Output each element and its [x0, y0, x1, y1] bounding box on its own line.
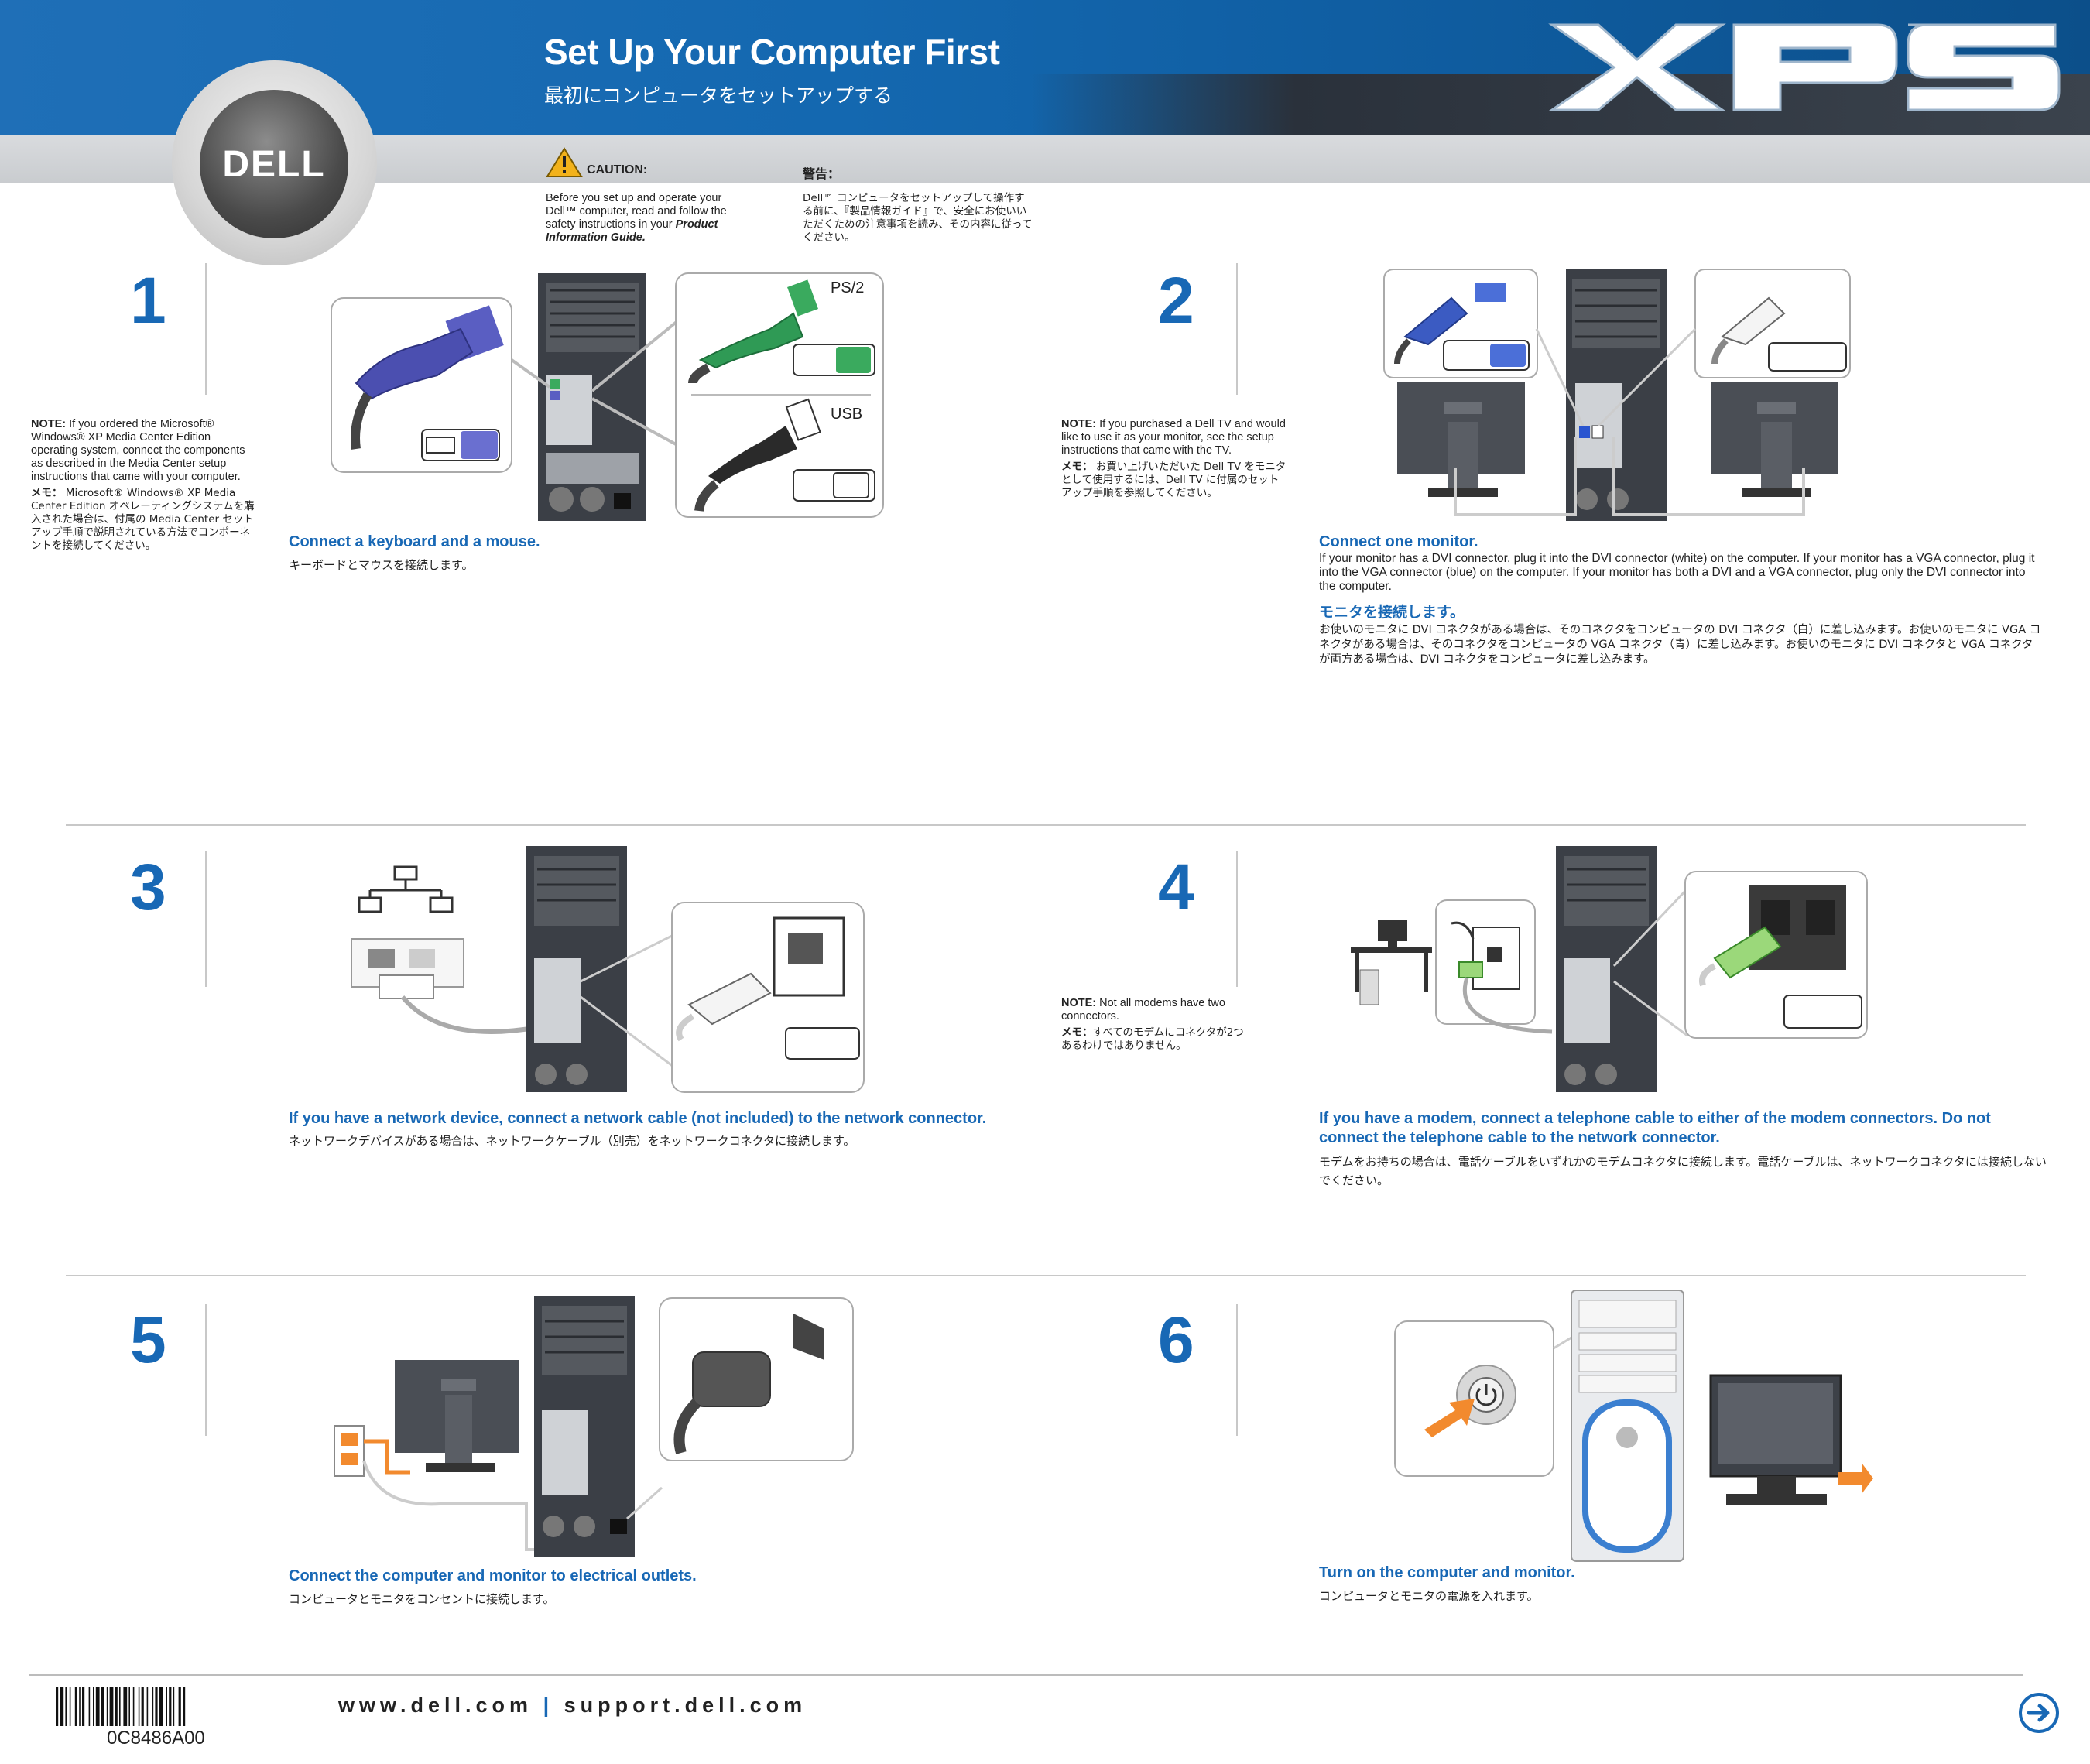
dell-logo-text: DELL: [222, 143, 326, 185]
footer-divider: [29, 1674, 2023, 1676]
note-jp-body: すべてのモデムにコネクタが2つあるわけではありません。: [1061, 1026, 1244, 1052]
step-number-6: 6: [1158, 1303, 1194, 1376]
modem-illustration: [1351, 846, 1868, 1092]
page-subtitle: 最初にコンピュータをセットアップする: [544, 84, 893, 107]
note-label-jp: メモ：: [1061, 461, 1093, 473]
footer-urls: www.dell.com | support.dell.com: [338, 1694, 807, 1718]
note-text: Not all modems have two connectors.: [1061, 997, 1225, 1022]
barcode-text: 0C8486A00: [107, 1728, 205, 1749]
step1-note: NOTE: If you ordered the Microsoft® Wind…: [31, 418, 257, 553]
monitor-connection-illustration: [1383, 269, 1851, 521]
note-jp-body: お買い上げいただいた Dell TV をモニタとして使用するには、Dell TV…: [1061, 461, 1287, 499]
dell-url[interactable]: www.dell.com: [338, 1694, 533, 1717]
step2-note: NOTE: If you purchased a Dell TV and wou…: [1061, 418, 1287, 500]
step3-caption-jp: ネットワークデバイスがある場合は、ネットワークケーブル（別売）をネットワークコネ…: [289, 1134, 855, 1148]
network-illustration: [351, 846, 865, 1093]
step4-caption-jp: モデムをお持ちの場合は、電話ケーブルをいずれかのモデムコネクタに接続します。電話…: [1319, 1155, 2047, 1187]
xps-logo: [1548, 23, 2061, 111]
step-divider: [1236, 263, 1238, 395]
step4-caption: If you have a modem, connect a telephone…: [1319, 1110, 1991, 1146]
caution-label: CAUTION:: [587, 163, 648, 176]
step6-caption: Turn on the computer and monitor.: [1319, 1564, 1575, 1581]
step3-caption: If you have a network device, connect a …: [289, 1110, 987, 1127]
note-label: NOTE:: [31, 418, 67, 430]
step-divider: [1236, 851, 1238, 987]
warning-icon: [546, 147, 583, 177]
step5-caption: Connect the computer and monitor to elec…: [289, 1567, 697, 1584]
page-title: Set Up Your Computer First: [544, 32, 1000, 72]
section-divider: [66, 1275, 2026, 1276]
power-on-illustration: [1394, 1290, 1873, 1562]
step2-caption: Connect one monitor.: [1319, 533, 1478, 550]
support-url[interactable]: support.dell.com: [564, 1694, 807, 1717]
arrow-right-icon[interactable]: [2018, 1692, 2060, 1734]
power-icon: [1475, 1384, 1497, 1406]
step-divider: [1236, 1304, 1238, 1436]
dell-logo: DELL: [200, 90, 348, 238]
note-text-jp: メモ：すべてのモデムにコネクタが2つあるわけではありません。: [1061, 1026, 1247, 1053]
step-number-5: 5: [130, 1303, 166, 1376]
keyboard-mouse-illustration: [331, 272, 884, 521]
note-label: NOTE:: [1061, 997, 1097, 1009]
step1-caption: Connect a keyboard and a mouse.: [289, 533, 540, 550]
usb-label: USB: [831, 406, 863, 423]
note-jp-body: Microsoft® Windows® XP Media Center Edit…: [31, 487, 255, 552]
url-separator: |: [543, 1694, 554, 1717]
section-divider: [66, 824, 2026, 826]
note-text: If you purchased a Dell TV and would lik…: [1061, 418, 1286, 457]
step-divider: [205, 851, 207, 987]
step-number-4: 4: [1158, 851, 1194, 923]
step4-note: NOTE: Not all modems have two connectors…: [1061, 997, 1247, 1053]
step5-caption-jp: コンピュータとモニタをコンセントに接続します。: [289, 1592, 555, 1606]
barcode: [56, 1687, 186, 1726]
power-outlet-illustration: [334, 1296, 854, 1557]
step2-body-jp: お使いのモニタに DVI コネクタがある場合は、そのコネクタをコンピュータの D…: [1319, 624, 2041, 666]
step1-caption-jp: キーボードとマウスを接続します。: [289, 558, 474, 572]
note-text: If you ordered the Microsoft® Windows® X…: [31, 418, 245, 483]
product-info-guide: Product Information Guide.: [546, 218, 718, 244]
note-text-jp: メモ： お買い上げいただいた Dell TV をモニタとして使用するには、Del…: [1061, 461, 1287, 500]
caution-text-jp: Dell™ コンピュータをセットアップして操作する前に、『製品情報ガイド』で、安…: [803, 192, 1033, 244]
step-divider: [205, 1304, 207, 1436]
caution-text: Before you set up and operate your Dell™…: [546, 192, 755, 245]
caution-label-jp: 警告：: [803, 166, 841, 181]
step2-body: If your monitor has a DVI connector, plu…: [1319, 552, 2035, 593]
step-number-2: 2: [1158, 264, 1194, 337]
caution-body: Before you set up and operate your Dell™…: [546, 192, 727, 231]
step-number-1: 1: [130, 264, 166, 337]
step2-caption-jp: モニタを接続します。: [1319, 604, 1465, 621]
network-icon: [358, 865, 454, 913]
step-divider: [205, 263, 207, 395]
ps2-label: PS/2: [831, 279, 865, 296]
step-number-3: 3: [130, 851, 166, 923]
note-label: NOTE:: [1061, 418, 1097, 430]
note-text-jp: メモ： Microsoft® Windows® XP Media Center …: [31, 487, 257, 553]
note-label-jp: メモ：: [31, 487, 63, 499]
note-label-jp: メモ：: [1061, 1026, 1093, 1039]
step6-caption-jp: コンピュータとモニタの電源を入れます。: [1319, 1589, 1539, 1603]
